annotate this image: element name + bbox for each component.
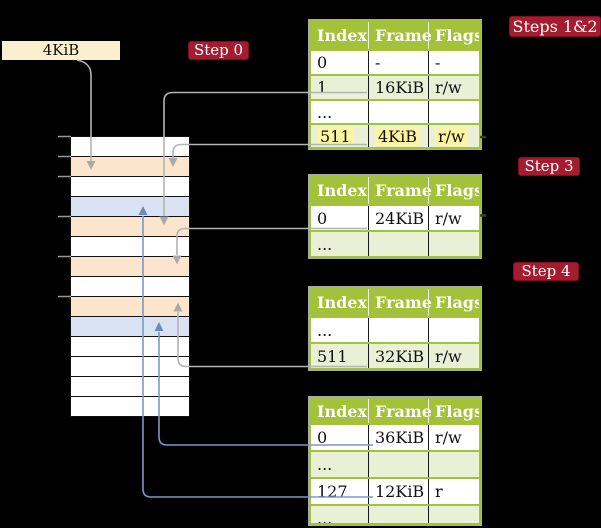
- cell-index: 511: [317, 346, 348, 366]
- column-header-index: Index: [317, 26, 368, 45]
- page-table-leaf: Index Frame Flags 0 36KiB r/w ... 127 12…: [309, 397, 481, 525]
- cell-frame: [368, 318, 428, 342]
- memory-frame-free: [71, 277, 189, 297]
- step-3-label: Step 3: [518, 157, 580, 176]
- table-row: ...: [311, 504, 479, 525]
- cell-index: ...: [317, 234, 333, 254]
- table-row: ...: [311, 316, 479, 342]
- memory-frame-free: [71, 137, 189, 157]
- cell-frame: 4KiB: [368, 125, 428, 147]
- column-header-flags: Flags: [428, 22, 479, 49]
- highlighted-value: 511: [317, 126, 354, 146]
- table-row: 0 24KiB r/w: [311, 204, 479, 230]
- cell-frame: 32KiB: [368, 344, 428, 368]
- steps-1-2-label: Steps 1&2: [509, 16, 601, 37]
- cell-frame: -: [368, 51, 428, 74]
- cell-flags: [428, 318, 479, 342]
- memory-frame-data: [71, 197, 189, 217]
- cell-index: ...: [317, 102, 333, 122]
- cell-flags: r/w: [428, 425, 479, 450]
- page-table-level-2: Index Frame Flags 0 24KiB r/w ...: [309, 175, 481, 258]
- memory-frame-free: [71, 397, 189, 416]
- cell-flags: r/w: [428, 125, 479, 147]
- memory-frame-pagetable: [71, 217, 189, 237]
- column-header-index: Index: [317, 293, 368, 312]
- table-row: 0 36KiB r/w: [311, 423, 479, 450]
- cell-flags: [428, 101, 479, 123]
- memory-frame-free: [71, 237, 189, 257]
- table-row: 511 32KiB r/w: [311, 342, 479, 368]
- cell-index: 0: [317, 208, 328, 228]
- cell-flags: [428, 452, 479, 477]
- memory-frame-pagetable: [71, 257, 189, 277]
- cell-flags: r/w: [428, 76, 479, 99]
- cell-flags: r/w: [428, 206, 479, 230]
- memory-frame-pagetable: [71, 157, 189, 177]
- page-table-level-3: Index Frame Flags ... 511 32KiB r/w: [309, 287, 481, 370]
- cell-frame: 16KiB: [368, 76, 428, 99]
- cell-index: 0: [317, 53, 328, 72]
- cell-index: ...: [317, 455, 333, 474]
- cell-frame: 36KiB: [368, 425, 428, 450]
- memory-frame-free: [71, 177, 189, 197]
- highlighted-value: 4KiB: [375, 126, 421, 146]
- highlighted-value: r/w: [435, 126, 468, 146]
- column-header-index: Index: [317, 181, 368, 200]
- column-header-flags: Flags: [428, 289, 479, 316]
- cell-frame: [368, 232, 428, 256]
- table-row-highlighted: 511 4KiB r/w: [311, 123, 479, 147]
- table-row: 1 16KiB r/w: [311, 74, 479, 99]
- physical-memory-column: [70, 136, 190, 417]
- table-row: 127 12KiB r: [311, 477, 479, 504]
- cell-index: 0: [317, 428, 328, 447]
- memory-frame-free: [71, 357, 189, 377]
- column-header-index: Index: [317, 401, 368, 421]
- table-row: ...: [311, 230, 479, 256]
- memory-frame-free: [71, 337, 189, 357]
- memory-frame-data: [71, 317, 189, 337]
- cell-frame: 12KiB: [368, 479, 428, 504]
- cell-index: 127: [317, 482, 348, 501]
- memory-frame-free: [71, 377, 189, 397]
- table-row: ...: [311, 450, 479, 477]
- cell-frame: [368, 506, 428, 523]
- table-row: 0 - -: [311, 49, 479, 74]
- cell-flags: [428, 506, 479, 523]
- table-header-row: Index Frame Flags: [311, 289, 479, 316]
- cell-index: ...: [317, 509, 333, 525]
- column-header-frame: Frame: [368, 289, 432, 316]
- cell-frame: 24KiB: [368, 206, 428, 230]
- cell-flags: r/w: [428, 344, 479, 368]
- cell-index: ...: [317, 320, 333, 340]
- table-row: ...: [311, 99, 479, 123]
- column-header-frame: Frame: [368, 399, 432, 423]
- step-0-label: Step 0: [188, 41, 249, 60]
- table-header-row: Index Frame Flags: [311, 177, 479, 204]
- table-header-row: Index Frame Flags: [311, 399, 479, 423]
- column-header-flags: Flags: [428, 399, 479, 423]
- column-header-flags: Flags: [428, 177, 479, 204]
- step-4-label: Step 4: [513, 262, 579, 281]
- cell-index: 511: [311, 125, 368, 147]
- cell-frame: [368, 101, 428, 123]
- free-frame-size-box: 4KiB: [2, 41, 120, 60]
- memory-frame-pagetable: [71, 297, 189, 317]
- table-header-row: Index Frame Flags: [311, 22, 479, 49]
- cell-index: 1: [317, 78, 328, 97]
- column-header-frame: Frame: [368, 22, 432, 49]
- cell-frame: [368, 452, 428, 477]
- column-header-frame: Frame: [368, 177, 432, 204]
- page-table-root: Index Frame Flags 0 - - 1 16KiB r/w ... …: [309, 20, 481, 149]
- cell-flags: -: [428, 51, 479, 74]
- cell-flags: r: [428, 479, 479, 504]
- cell-flags: [428, 232, 479, 256]
